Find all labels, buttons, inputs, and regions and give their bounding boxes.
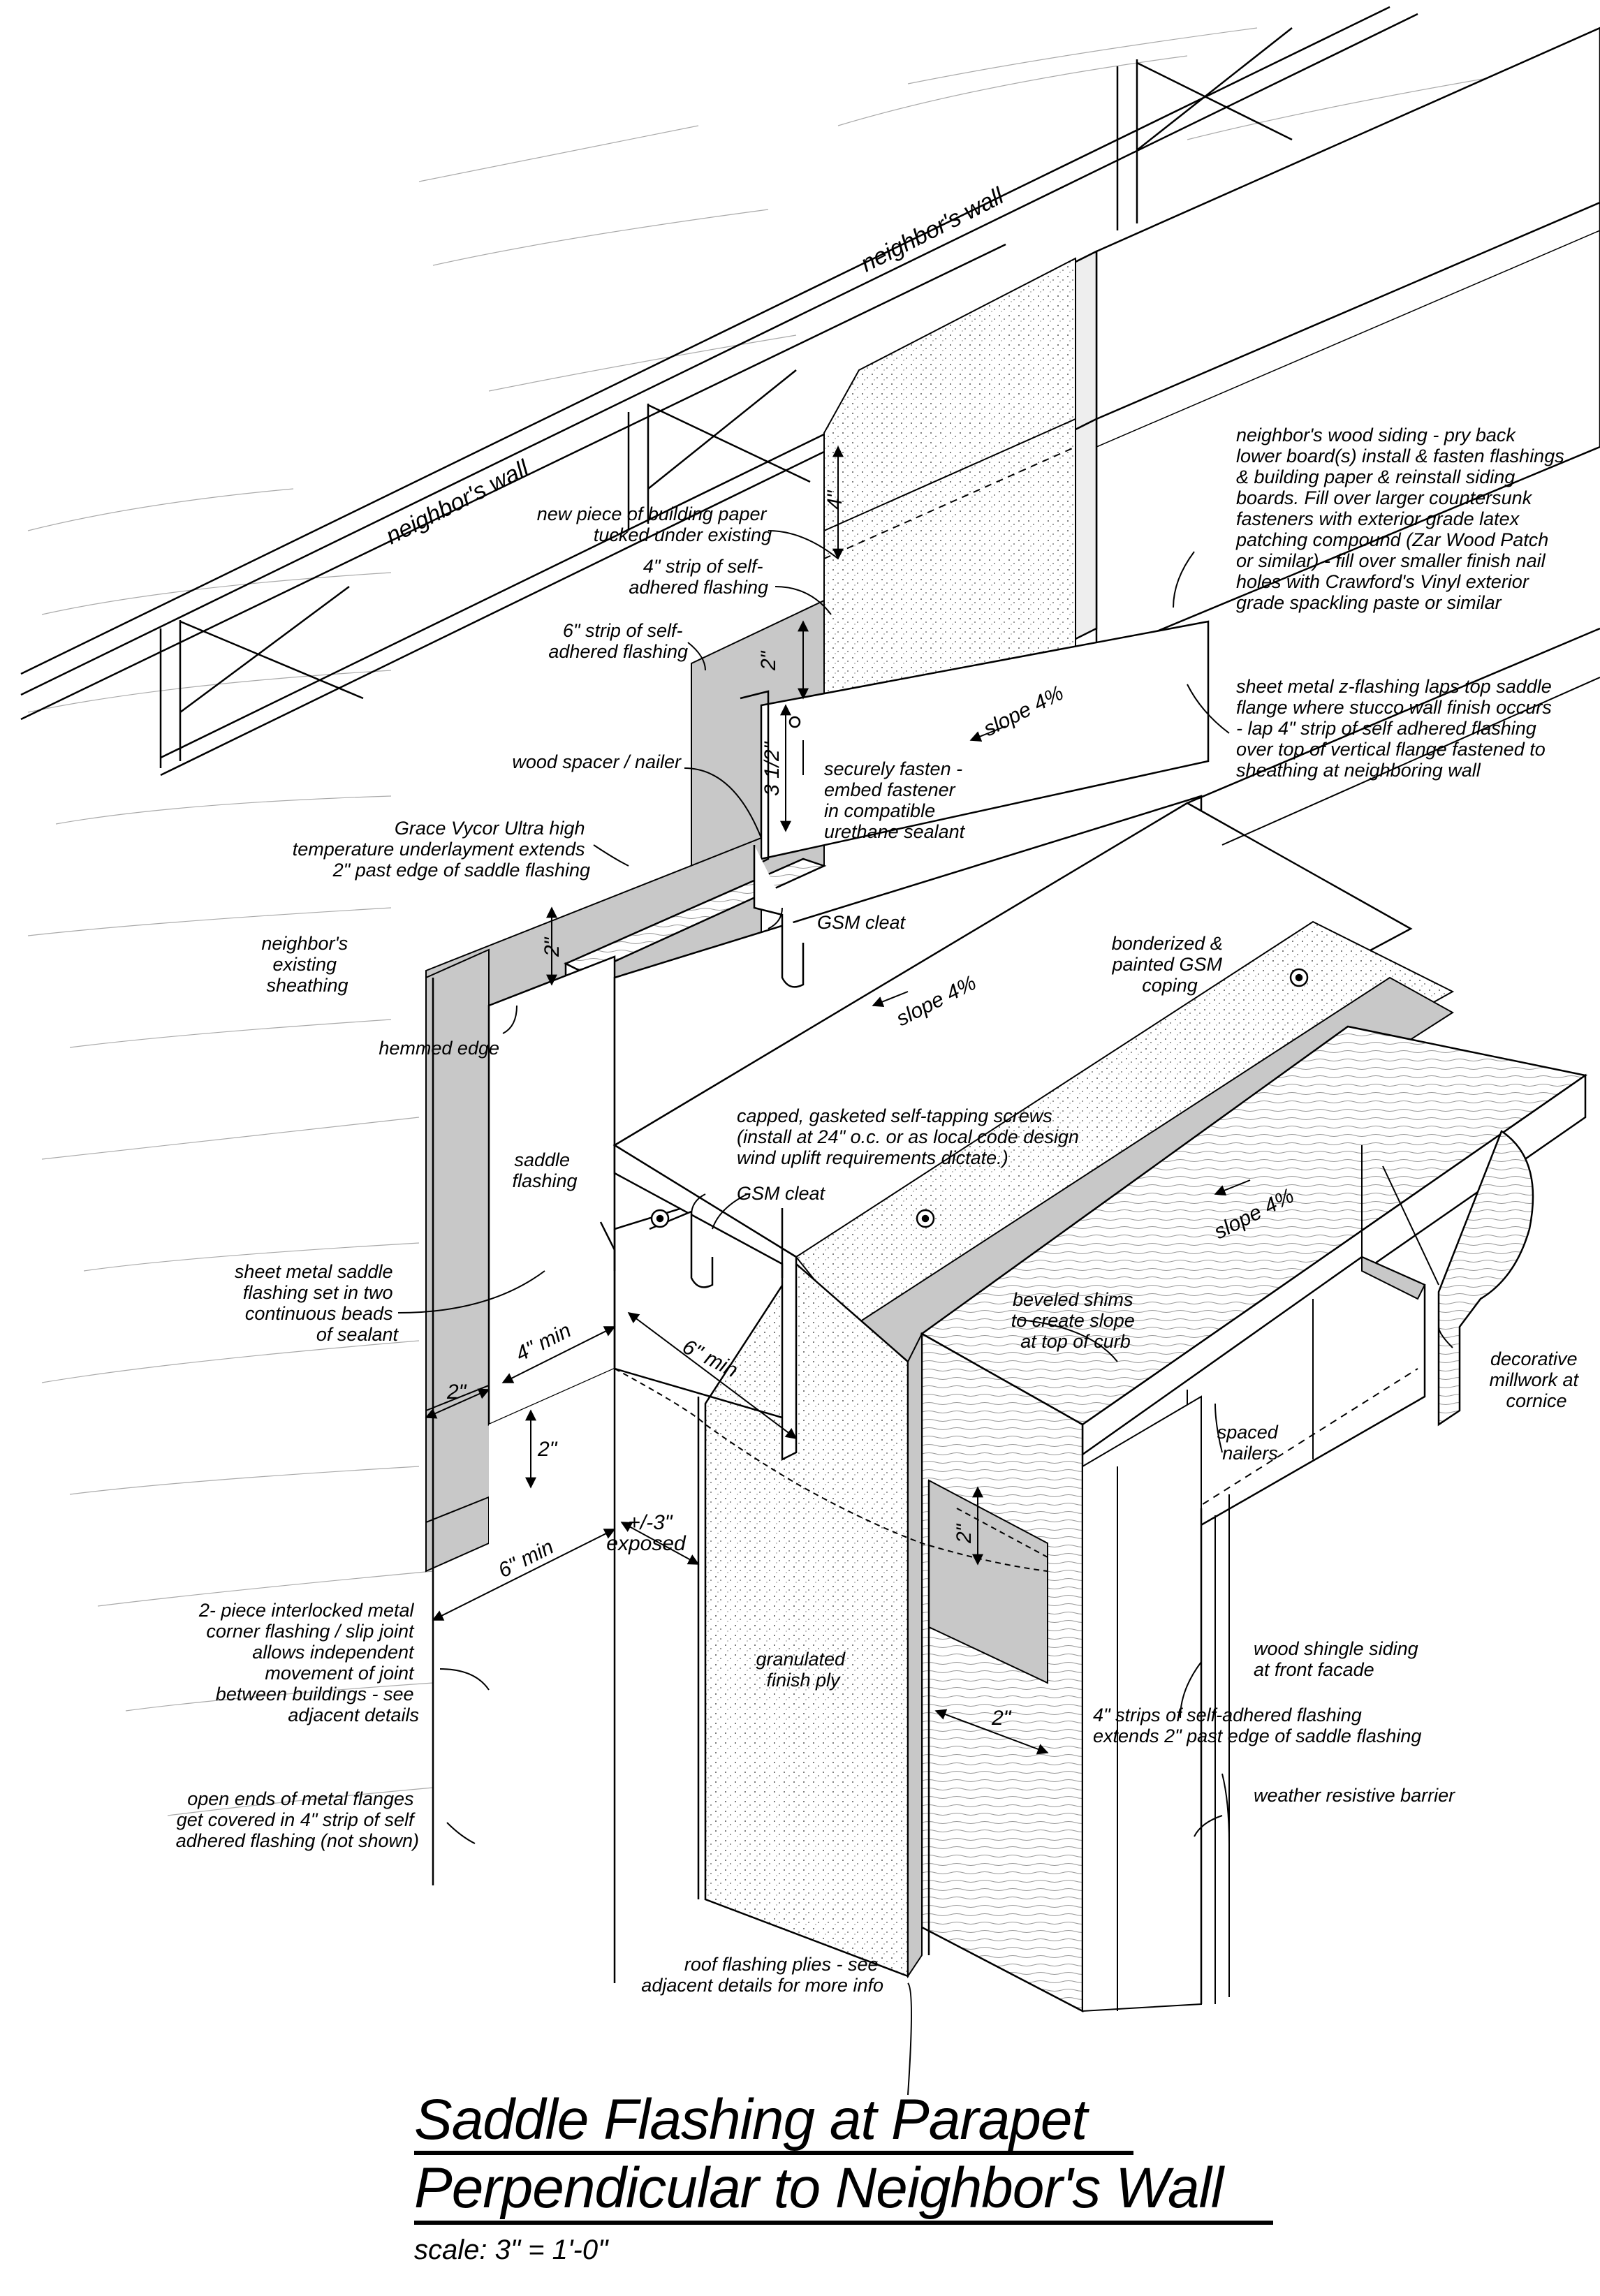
label-open-ends: open ends of metal flanges get covered i…	[176, 1788, 419, 1851]
dim-2in-top: 2"	[757, 650, 780, 671]
label-gsm-cleat-1: GSM cleat	[817, 912, 907, 933]
label-gsm-cleat-2: GSM cleat	[737, 1183, 826, 1204]
label-screws: capped, gasketed self-tapping screws (in…	[737, 1105, 1084, 1168]
label-hemmed-edge: hemmed edge	[379, 1038, 499, 1059]
label-grace-vycor: Grace Vycor Ultra high temperature under…	[293, 818, 590, 881]
front-facade	[920, 1332, 1230, 2013]
label-coping: bonderized & painted GSM coping	[1111, 933, 1228, 996]
label-corner-flashing: 2- piece interlocked metal corner flashi…	[198, 1600, 419, 1725]
dim-2in-e: 2"	[991, 1707, 1012, 1730]
label-beveled-shims: beveled shims to create slope at top of …	[1011, 1289, 1140, 1352]
title-line-1: Saddle Flashing at Parapet	[414, 2088, 1087, 2151]
screws	[650, 716, 1309, 1228]
dim-6in-min-a: 6" min	[679, 1335, 742, 1383]
decorative-millwork	[1437, 1130, 1534, 1427]
dim-2in-left: 2"	[541, 936, 564, 957]
label-wood-spacer: wood spacer / nailer	[512, 751, 682, 772]
label-z-flashing: sheet metal z-flashing laps top saddle f…	[1236, 676, 1557, 781]
label-wood-shingle: wood shingle siding at front facade	[1254, 1638, 1423, 1680]
leader-lines	[397, 530, 1453, 2096]
label-strip-6in: 6" strip of self- adhered flashing	[548, 620, 688, 662]
label-decorative-millwork: decorative millwork at cornice	[1489, 1348, 1583, 1411]
label-existing-sheathing: neighbor's existing sheathing	[261, 933, 353, 996]
dim-3half: 3 1/2"	[761, 741, 784, 796]
title-underline-1	[414, 2151, 1133, 2155]
label-neighbors-wall-2: neighbor's wall	[856, 182, 1008, 277]
label-sealant-set: sheet metal saddle flashing set in two c…	[235, 1261, 399, 1345]
label-strip-4in: 4" strip of self- adhered flashing	[629, 556, 768, 598]
label-securely-fasten: securely fasten - embed fastener in comp…	[824, 758, 968, 842]
label-self-adhered-strips: 4" strips of self-adhered flashing exten…	[1093, 1705, 1421, 1746]
title-line-2: Perpendicular to Neighbor's Wall	[414, 2156, 1224, 2220]
label-neighbors-wall-1: neighbor's wall	[381, 455, 534, 550]
dim-2in-b: 2"	[446, 1381, 467, 1404]
saddle-ledge	[599, 845, 805, 1462]
label-roof-plies: roof flashing plies - see adjacent detai…	[641, 1954, 883, 1996]
dimension-lines	[425, 446, 1251, 1755]
dim-exposed: +/-3" exposed	[606, 1511, 687, 1555]
z-flashing	[760, 620, 1210, 860]
label-saddle-flashing: saddle flashing	[512, 1149, 577, 1191]
dim-2in-d: 2"	[953, 1523, 976, 1544]
dim-2in-c: 2"	[537, 1438, 558, 1461]
label-wood-siding: neighbor's wood siding - pry back lower …	[1235, 425, 1569, 613]
label-building-paper: new piece of building paper tucked under…	[537, 503, 772, 545]
title-underline-2	[414, 2221, 1273, 2225]
label-spaced-nailers: spaced nailers	[1217, 1422, 1284, 1464]
label-weather-barrier: weather resistive barrier	[1254, 1785, 1455, 1806]
neighbor-sheathing-grain	[27, 27, 1537, 1816]
label-granulated-ply: granulated finish ply	[756, 1649, 850, 1691]
dim-4in: 4"	[823, 490, 846, 510]
scale-note: scale: 3" = 1'-0"	[414, 2235, 608, 2265]
